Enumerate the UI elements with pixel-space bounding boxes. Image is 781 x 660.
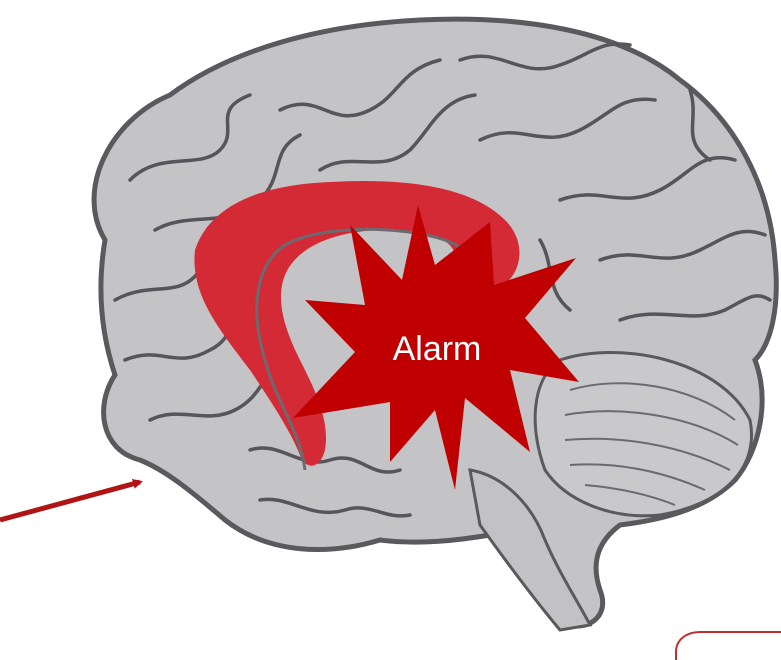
alarm-label: Alarm: [393, 330, 482, 368]
callout-box-edge: [676, 632, 781, 660]
pointer-arrow: [0, 482, 140, 520]
